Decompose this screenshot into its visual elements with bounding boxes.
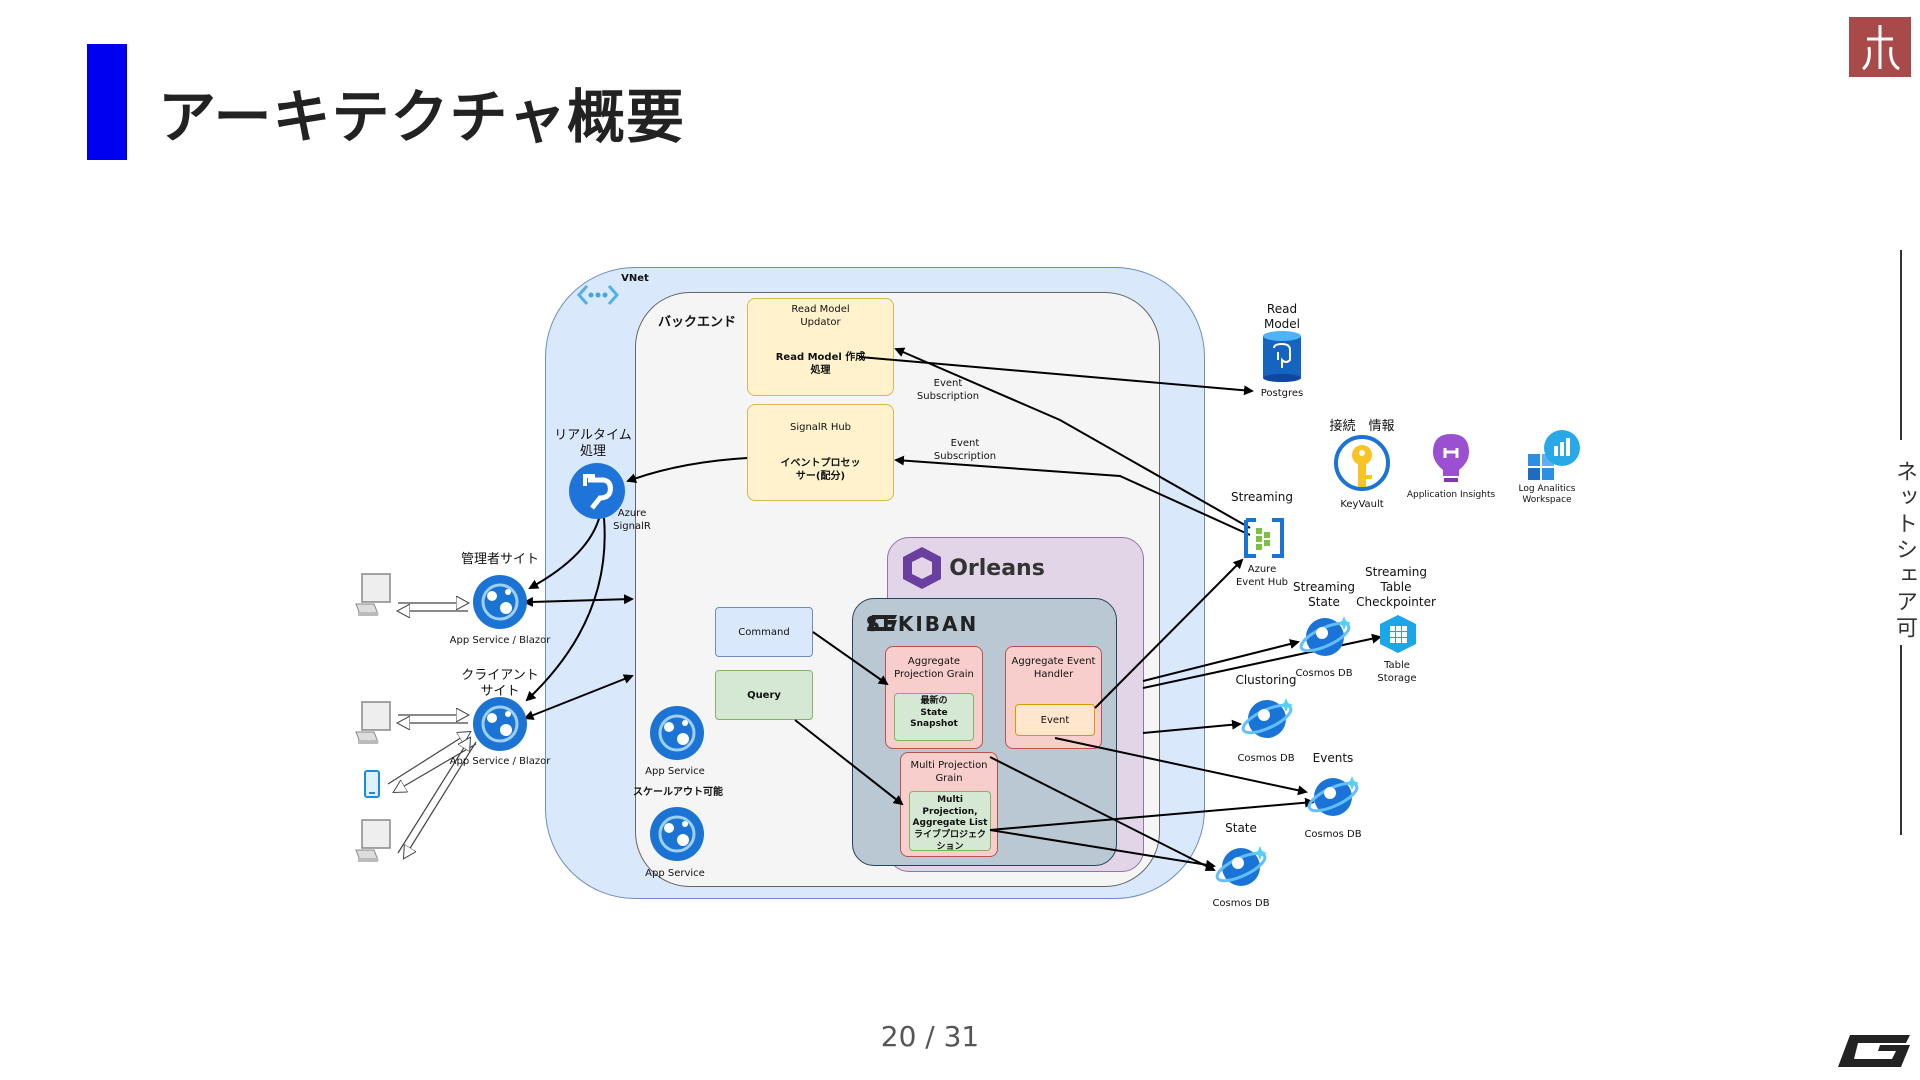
streaming-state-label: Streaming State [1293, 580, 1355, 609]
command-label: Command [738, 627, 790, 638]
mobile-icon [364, 770, 380, 798]
cosmos-db-label-1: Cosmos DB [1295, 668, 1353, 679]
streaming-table-label: Streaming Table Checkpointer [1356, 565, 1436, 609]
multi-projection-grain-box: Multi Projection Grain Multi Projection,… [900, 752, 998, 857]
page-number: 20 / 31 [880, 1020, 980, 1053]
event-label: Event [1040, 715, 1070, 726]
clustering-label: Clustoring [1235, 673, 1297, 687]
admin-app-label: App Service / Blazor [449, 635, 551, 646]
azure-signalr-label: Azure SignalR [613, 508, 651, 532]
admin-site-label: 管理者サイト [460, 552, 540, 567]
event-subscription-label-1: Event Subscription [916, 378, 980, 402]
scale-out-label: スケールアウト可能 [633, 787, 723, 798]
connection-info-label: 接続 情報 [1329, 419, 1395, 434]
event-subscription-label-2: Event Subscription [933, 438, 997, 462]
app-insights-label: Application Insights [1406, 490, 1496, 500]
app-insights-icon [1431, 432, 1471, 484]
cosmos-db-icon-3 [1306, 770, 1360, 824]
event-hub-label: Azure Event Hub [1235, 564, 1289, 588]
event-box: Event [1015, 704, 1095, 736]
log-analytics-label: Log Analitics Workspace [1518, 484, 1576, 506]
live-projection-box: Multi Projection, Aggregate List ライブプロジェ… [909, 791, 991, 852]
side-divider-top [1900, 250, 1902, 440]
aggregate-event-handler-title: Aggregate Event Handler [1011, 656, 1096, 680]
client-desktop-icon-2 [354, 818, 394, 864]
side-label: ネットシェア可 [1892, 460, 1917, 642]
client-app-label: App Service / Blazor [449, 756, 551, 767]
cosmos-db-label-4: Cosmos DB [1212, 898, 1270, 909]
cosmos-db-icon-1 [1298, 610, 1352, 664]
state-snapshot-label: 最新の State Snapshot [910, 696, 958, 730]
cosmos-db-label-2: Cosmos DB [1237, 753, 1295, 764]
vnet-icon [577, 283, 619, 307]
postgres-label: Postgres [1260, 388, 1304, 399]
title-accent-bar [87, 44, 127, 160]
cosmos-db-icon-2 [1240, 692, 1294, 746]
backend-app-service-icon-1 [649, 705, 705, 761]
backend-label: バックエンド [657, 315, 737, 330]
side-divider-bottom [1900, 645, 1902, 835]
log-analytics-icon [1526, 428, 1582, 484]
command-box: Command [715, 607, 813, 657]
signalr-hub-title: SignalR Hub [789, 422, 852, 433]
events-label: Events [1312, 751, 1354, 765]
keyvault-icon [1334, 435, 1390, 495]
backend-app-service-icon-2 [649, 806, 705, 862]
admin-desktop-icon [354, 572, 394, 618]
live-projection-label: Multi Projection, Aggregate List ライブプロジェ… [912, 795, 988, 852]
query-label: Query [747, 690, 781, 701]
table-storage-label: Table Storage [1377, 660, 1417, 684]
page-title: アーキテクチャ概要 [158, 83, 685, 151]
cosmos-db-label-3: Cosmos DB [1304, 829, 1362, 840]
keyvault-label: KeyVault [1340, 499, 1384, 510]
vnet-label: VNet [621, 273, 649, 284]
state-snapshot-box: 最新の State Snapshot [894, 693, 974, 741]
read-model-updator-body: Read Model 作成 処理 [775, 352, 866, 376]
admin-app-service-icon [472, 574, 528, 630]
signalr-hub-body: イベントプロセッ サー(配分) [780, 458, 861, 482]
client-site-label: クライアント サイト [461, 668, 539, 700]
backend-app-service-label-2: App Service [645, 868, 705, 879]
read-model-label: Read Model [1263, 302, 1301, 331]
signalr-icon [568, 462, 626, 520]
postgres-icon [1262, 330, 1302, 382]
read-model-updator-title: Read Model Updator [791, 304, 850, 328]
aggregate-projection-grain-box: Aggregate Projection Grain 最新の State Sna… [885, 646, 983, 749]
streaming-label: Streaming [1231, 490, 1293, 504]
aggregate-event-handler-box: Aggregate Event Handler Event [1005, 646, 1102, 749]
cosmos-db-icon-4 [1214, 840, 1268, 894]
brand-logo-icon [1849, 17, 1911, 77]
realtime-label: リアルタイム 処理 [554, 428, 632, 460]
backend-app-service-label-1: App Service [645, 766, 705, 777]
query-box: Query [715, 670, 813, 720]
aggregate-projection-grain-title: Aggregate Projection Grain [894, 656, 974, 680]
orleans-logo-icon [900, 545, 944, 591]
client-app-service-icon [472, 696, 528, 752]
event-hub-icon [1244, 518, 1284, 558]
orleans-label: Orleans [949, 556, 1045, 581]
read-model-updator-box: Read Model Updator Read Model 作成 処理 [747, 298, 894, 396]
state-label: State [1225, 821, 1257, 835]
multi-projection-grain-title: Multi Projection Grain [910, 760, 988, 784]
table-storage-icon [1378, 614, 1418, 654]
signalr-hub-box: SignalR Hub イベントプロセッ サー(配分) [747, 404, 894, 501]
sekiban-logo-icon [866, 614, 898, 632]
client-desktop-icon [354, 700, 394, 746]
